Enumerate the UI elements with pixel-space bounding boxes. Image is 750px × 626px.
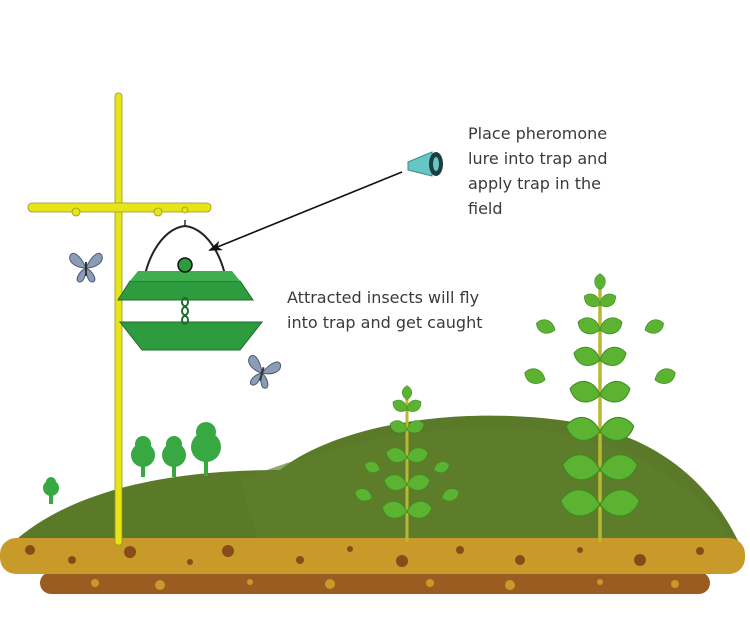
- lure-annotation-line: lure into trap and: [468, 149, 608, 168]
- lure-annotation: Place pheromone lure into trap and apply…: [468, 121, 607, 221]
- butterfly-icon: [248, 354, 282, 389]
- tree: [191, 422, 221, 476]
- insect-annotation: Attracted insects will fly into trap and…: [287, 285, 483, 335]
- tree: [131, 436, 155, 477]
- trap-icon: [117, 220, 264, 351]
- tree: [162, 436, 186, 477]
- tree-group: [43, 422, 221, 504]
- soil: [0, 538, 745, 594]
- butterfly-icon: [69, 252, 103, 283]
- tree: [43, 477, 59, 504]
- plant-large: [521, 273, 679, 542]
- lure-annotation-line: Place pheromone: [468, 124, 608, 143]
- pheromone-lure-icon: [407, 151, 443, 177]
- lure-arrow: [208, 171, 403, 251]
- hills: [10, 415, 740, 545]
- plant-small: [352, 385, 462, 542]
- insect-annotation-line: into trap and get caught: [287, 313, 483, 332]
- trap-pole: [27, 92, 212, 546]
- insect-annotation-line: Attracted insects will fly: [287, 288, 480, 307]
- lure-annotation-line: field: [468, 199, 503, 218]
- lure-annotation-line: apply trap in the: [468, 174, 601, 193]
